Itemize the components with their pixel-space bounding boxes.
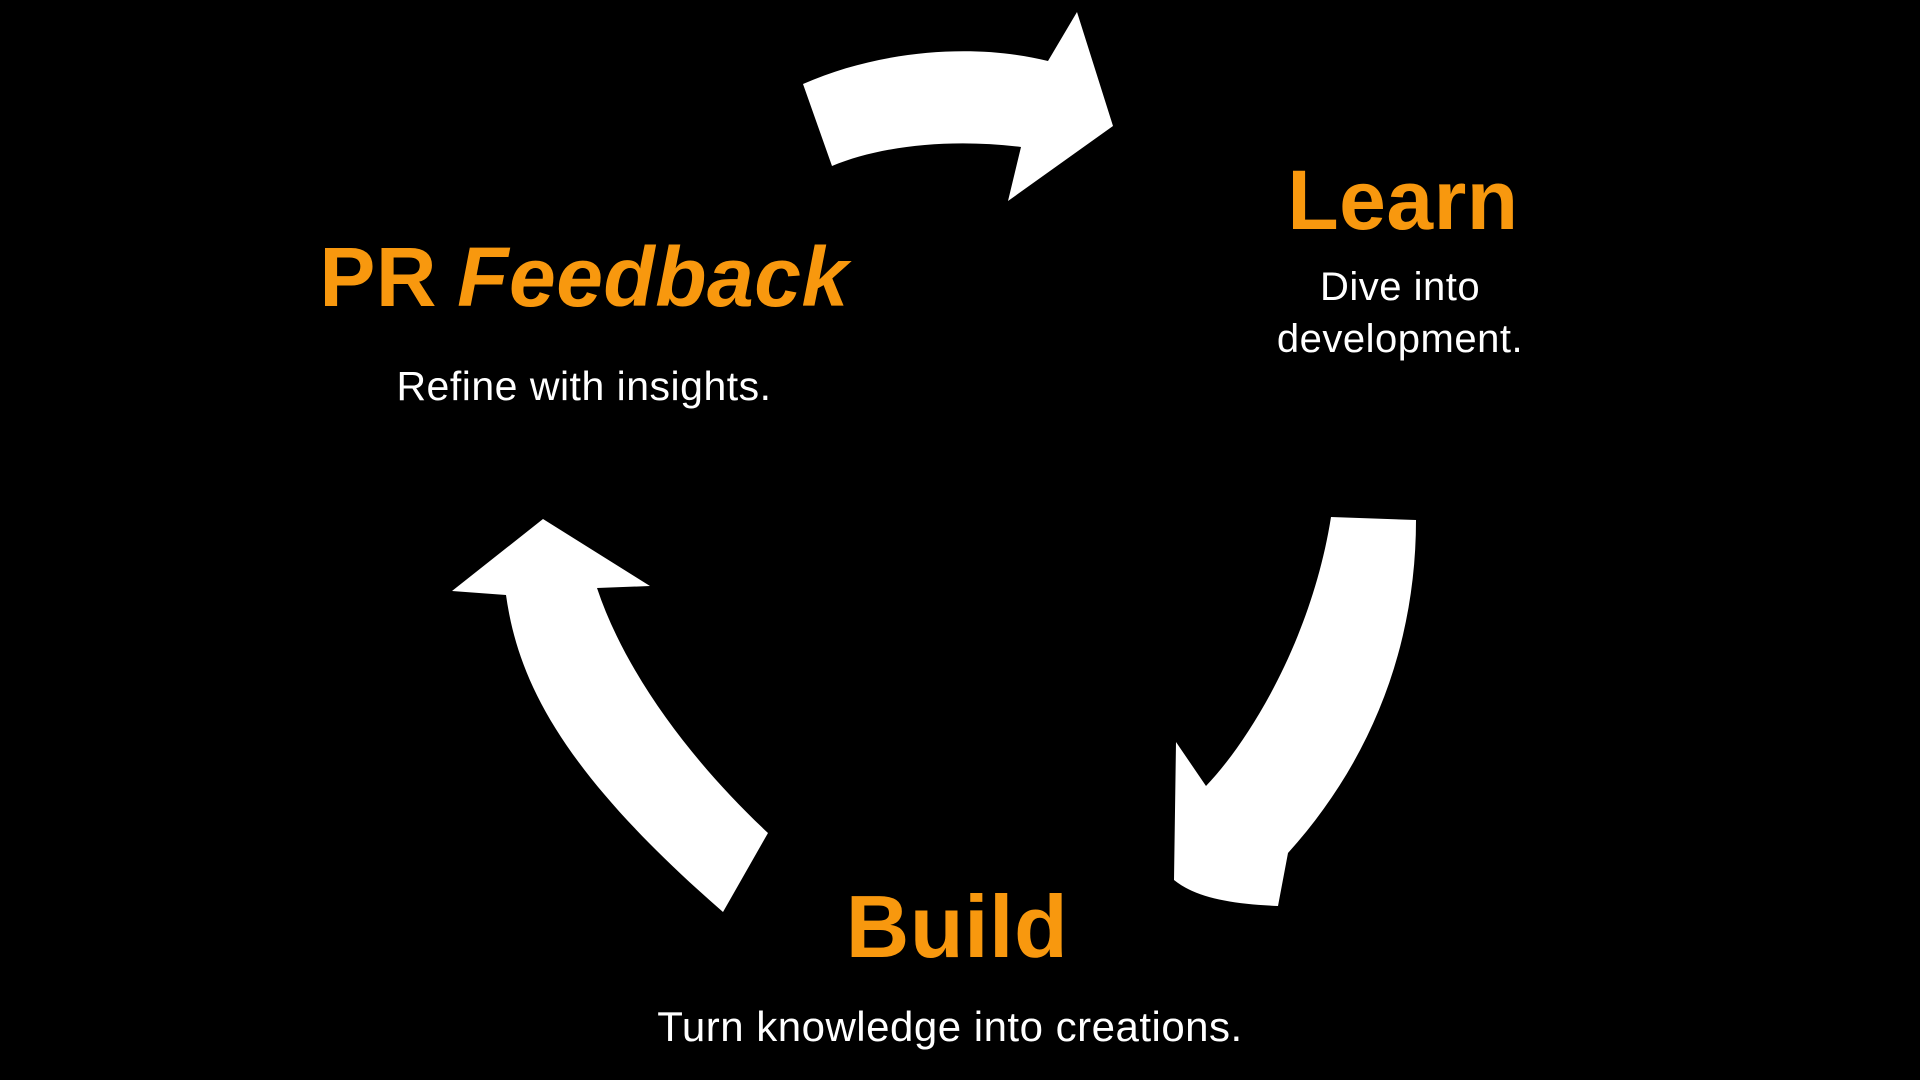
curved-arrow-learn-to-build-icon [1174,517,1416,906]
curved-arrow-pr-to-learn-icon [803,12,1113,201]
pr-feedback-title-prefix: PR [319,230,438,324]
build-step-title: Build [845,877,1069,976]
learn-step-subtitle: Dive into development. [1277,261,1523,365]
curved-arrow-build-to-pr-icon [452,519,768,912]
pr-feedback-title-emphasis: Feedback [457,230,849,324]
learn-subtitle-line-1: Dive into [1319,265,1481,309]
build-step-subtitle: Turn knowledge into creations. [657,1003,1243,1050]
pr-feedback-step-subtitle: Refine with insights. [396,363,772,409]
learn-step-title: Learn [1287,153,1519,247]
learn-subtitle-line-2: development. [1276,317,1524,361]
